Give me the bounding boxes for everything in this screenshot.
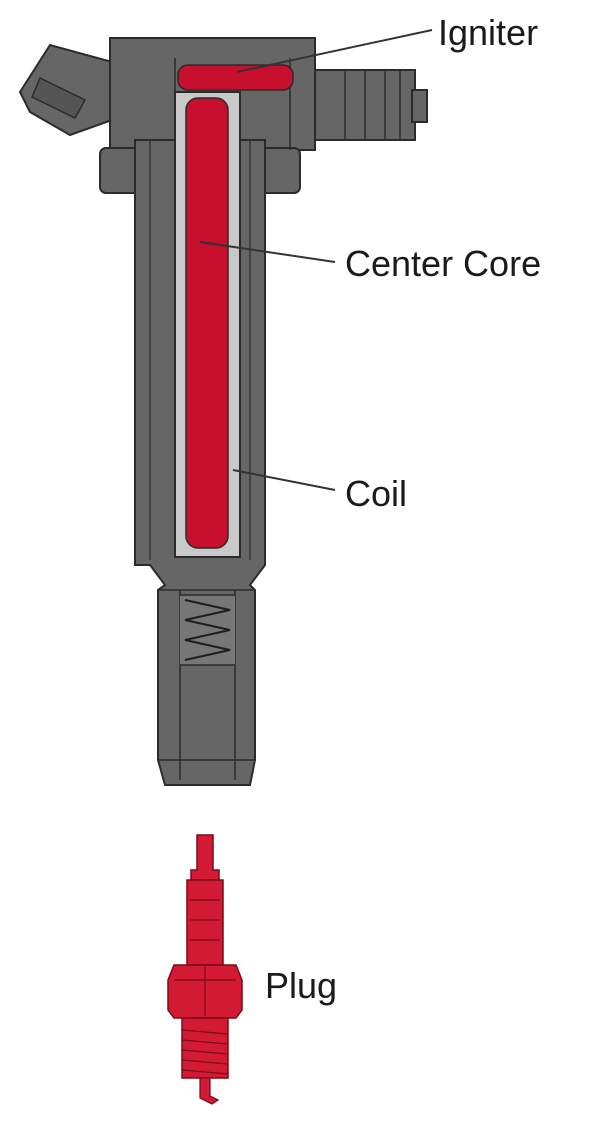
mounting-boss [314,69,428,141]
connector-clip [18,43,113,137]
label-igniter: Igniter [438,12,539,53]
label-coil: Coil [345,473,408,514]
label-plug: Plug [265,965,338,1006]
leader-coil [232,469,336,491]
spark-plug [167,834,243,1105]
igniter [177,64,294,91]
center-core [185,97,229,549]
leader-lines [199,29,433,491]
spring [180,594,235,666]
label-center-core: Center Core [345,243,542,284]
leader-center-core [199,241,336,263]
leader-igniter [236,29,433,73]
